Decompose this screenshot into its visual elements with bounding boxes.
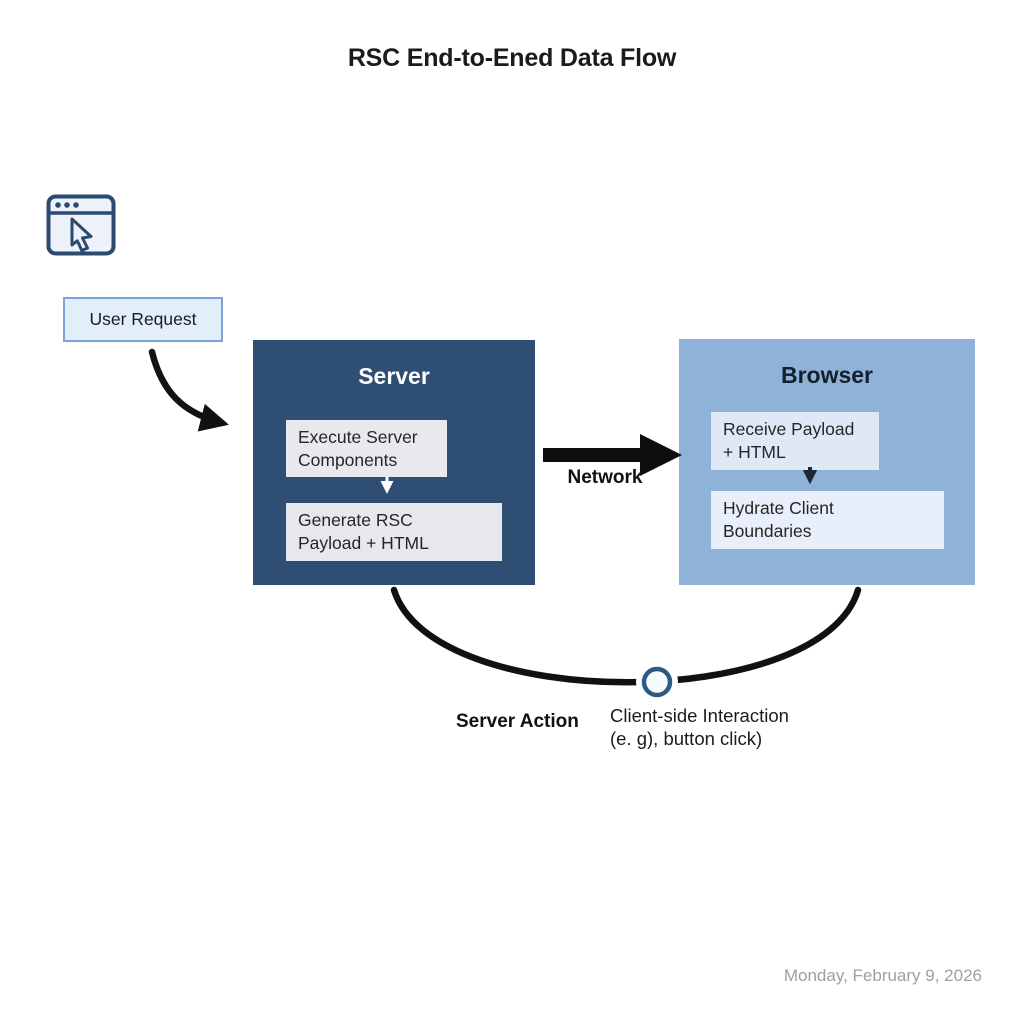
server-node: Server Execute Server Components Generat…: [253, 340, 535, 585]
server-node-title: Server: [358, 363, 430, 389]
interaction-circle-icon: [641, 666, 673, 698]
user-to-server-arrow: [148, 348, 229, 432]
server-step-execute-components: Execute Server Components: [286, 420, 447, 477]
client-interaction-line1: Client-side Interaction: [610, 705, 789, 726]
page-title: RSC End-to-Ened Data Flow: [347, 44, 677, 72]
network-edge-label: Network: [567, 467, 643, 488]
interaction-circle-gap: [636, 661, 678, 703]
cursor-icon: [70, 217, 93, 252]
browser-node-title: Browser: [780, 362, 874, 388]
user-request-node: User Request: [63, 297, 223, 342]
browser-step-receive-payload: Receive Payload + HTML: [711, 412, 879, 470]
client-interaction-label: Client-side Interaction (e. g), button c…: [610, 704, 820, 751]
browser-window-icon: [46, 194, 116, 256]
action-return-curve: [390, 586, 862, 686]
footer-date: Monday, February 9, 2026: [783, 966, 982, 985]
server-step-generate-payload: Generate RSC Payload + HTML: [286, 503, 502, 561]
client-interaction-line2: (e. g), button click): [610, 728, 763, 750]
server-action-label: Server Action: [456, 711, 579, 732]
browser-step-hydrate-boundaries: Hydrate Client Boundaries: [711, 491, 944, 549]
user-request-label: User Request: [89, 309, 197, 329]
browser-node: Browser Receive Payload + HTML Hydrate C…: [679, 339, 975, 585]
